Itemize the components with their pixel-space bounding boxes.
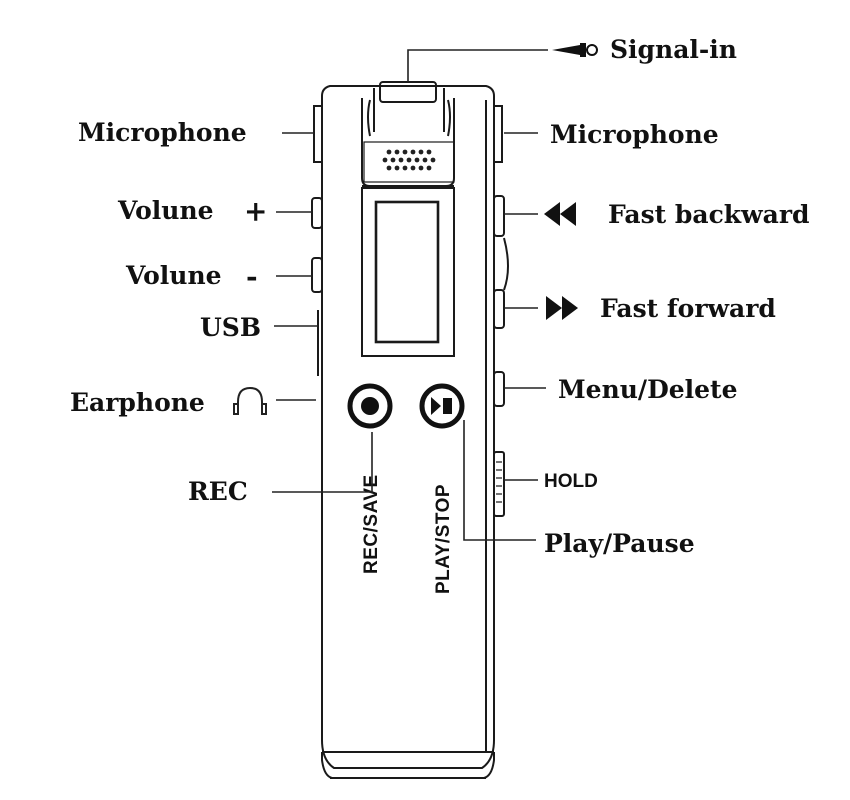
volume-plus-button[interactable] bbox=[311, 197, 323, 229]
label-volume-minus-sign: - bbox=[246, 260, 258, 293]
label-signal-in: Signal-in bbox=[610, 35, 737, 64]
leader-rec bbox=[272, 432, 373, 493]
menu-delete-button[interactable] bbox=[493, 371, 505, 407]
device-body-outline bbox=[321, 85, 495, 769]
label-usb: USB bbox=[200, 313, 261, 342]
label-microphone-right: Microphone bbox=[550, 120, 719, 149]
fast-forward-icon bbox=[546, 296, 578, 320]
label-hold: HOLD bbox=[544, 471, 598, 492]
label-volume-minus: Volune bbox=[125, 261, 222, 290]
rewind-icon bbox=[544, 202, 576, 226]
label-fast-forward: Fast forward bbox=[600, 294, 776, 323]
recorder-device: REC/SAVE PLAY/STOP bbox=[311, 81, 509, 779]
record-dot-icon bbox=[361, 397, 379, 415]
label-volume-plus: Volune bbox=[117, 196, 214, 225]
mic-grill bbox=[382, 149, 436, 171]
play-stop-button[interactable] bbox=[419, 383, 465, 429]
play-pause-icon bbox=[431, 397, 452, 415]
microphone-head bbox=[361, 81, 455, 187]
label-rec: REC bbox=[188, 477, 248, 506]
label-fast-backward: Fast backward bbox=[608, 200, 810, 229]
rec-save-button[interactable] bbox=[347, 383, 393, 429]
hold-switch[interactable] bbox=[493, 451, 505, 517]
label-menu-delete: Menu/Delete bbox=[558, 375, 738, 404]
headphone-icon bbox=[233, 386, 267, 415]
play-stop-text: PLAY/STOP bbox=[433, 484, 454, 594]
volume-minus-button[interactable] bbox=[311, 257, 323, 293]
plug-icon bbox=[552, 43, 598, 57]
label-earphone: Earphone bbox=[70, 388, 205, 417]
label-play-pause: Play/Pause bbox=[544, 529, 695, 558]
fast-forward-button[interactable] bbox=[493, 289, 505, 329]
right-mic-side bbox=[493, 105, 503, 163]
leader-play-pause bbox=[463, 420, 536, 541]
rec-save-text: REC/SAVE bbox=[361, 474, 382, 574]
left-mic-side bbox=[313, 105, 323, 163]
label-volume-plus-sign: + bbox=[244, 195, 267, 228]
lcd-screen bbox=[361, 187, 455, 357]
leader-lines bbox=[272, 49, 548, 541]
fast-backward-button[interactable] bbox=[493, 195, 505, 237]
label-microphone-left: Microphone bbox=[78, 118, 247, 147]
leader-signal-in bbox=[407, 49, 548, 82]
callout-labels: Signal-in Microphone Microphone Volune +… bbox=[70, 35, 810, 558]
